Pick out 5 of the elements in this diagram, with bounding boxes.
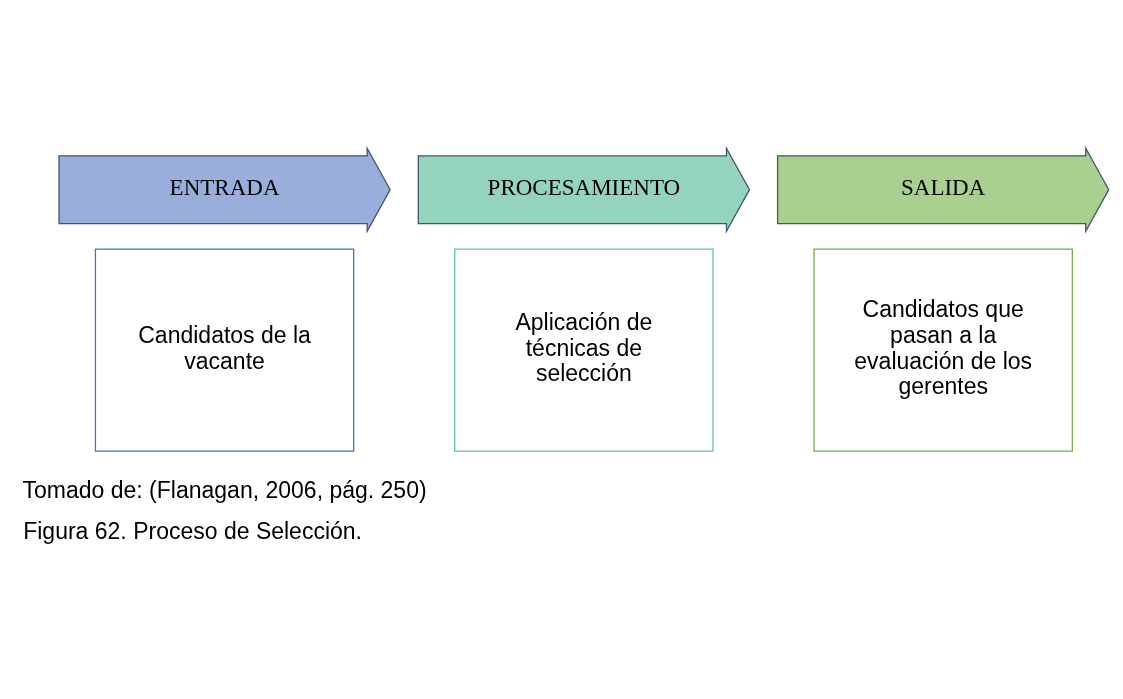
label: Tomado de: (Flanagan, 2006, pág. 250)	[22, 476, 427, 503]
caption: Figura 62. Proceso de Selección.	[23, 517, 363, 544]
node-box: Aplicación de técnicas de selección	[454, 248, 714, 452]
node-box: Candidatos de la vacante	[94, 248, 355, 452]
node-box: Candidatos que pasan a la evaluación de los gerentes	[813, 248, 1073, 452]
